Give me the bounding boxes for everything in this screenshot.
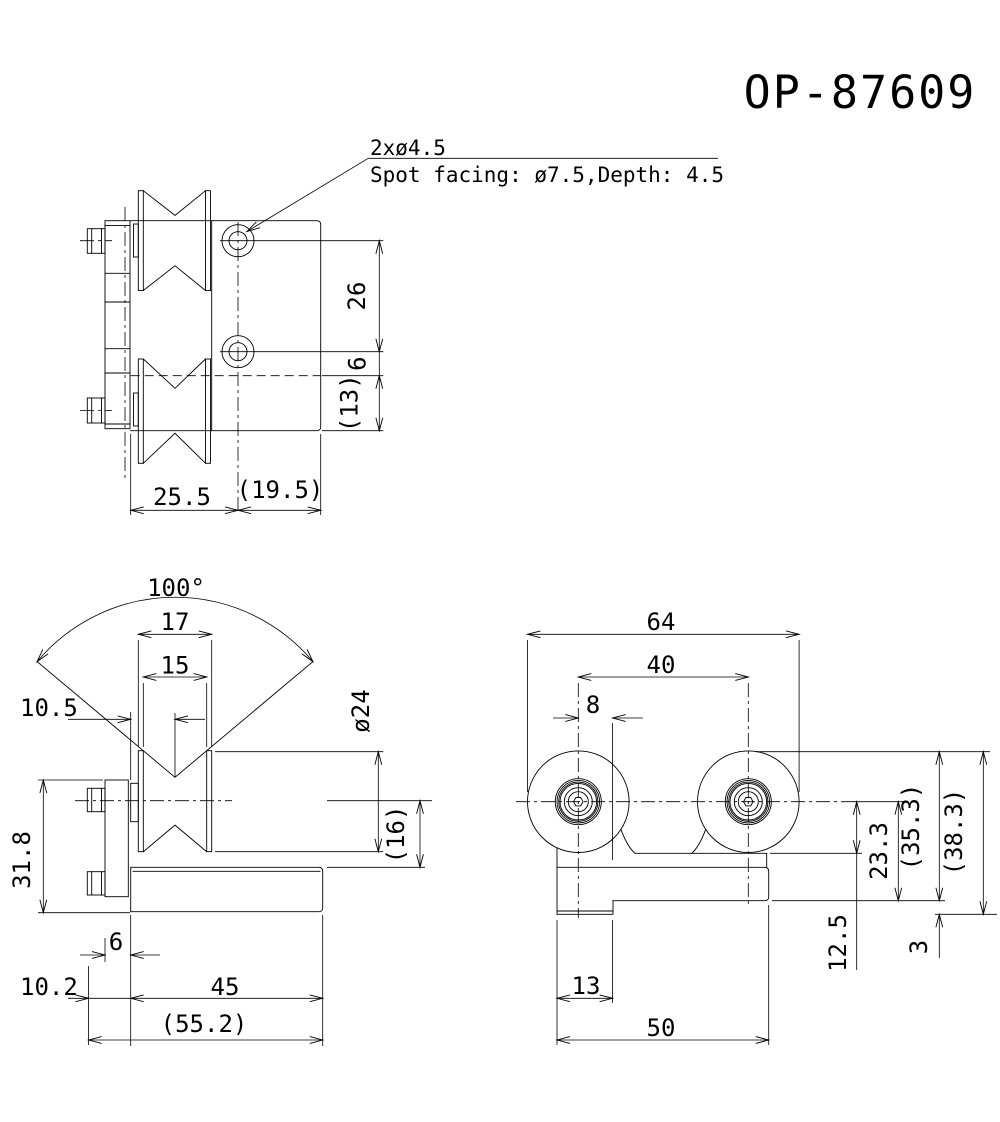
dim-25-5: 25.5 bbox=[153, 483, 211, 511]
top-view-dimensions bbox=[128, 157, 718, 515]
dim-45: 45 bbox=[211, 973, 240, 1001]
dim-40: 40 bbox=[647, 651, 676, 679]
dim-50: 50 bbox=[647, 1014, 676, 1042]
front-view-dimensions bbox=[35, 596, 432, 1046]
dim-dia24: ø24 bbox=[347, 689, 375, 732]
dim-100deg: 100° bbox=[147, 574, 205, 602]
dim-55-2-ref: (55.2) bbox=[161, 1010, 248, 1038]
side-view-dimensions bbox=[525, 630, 997, 1045]
dim-26: 26 bbox=[343, 282, 371, 311]
dim-10-2: 10.2 bbox=[20, 973, 78, 1001]
dim-13-ref: (13) bbox=[336, 374, 364, 432]
dim-8: 8 bbox=[586, 691, 600, 719]
dim-19-5-ref: (19.5) bbox=[237, 476, 324, 504]
dim-6-top: 6 bbox=[344, 356, 372, 370]
dim-38-3-ref: (38.3) bbox=[940, 789, 968, 876]
side-view: 64 40 8 23.3 (35.3) (38.3) 12.5 3 13 50 bbox=[516, 608, 997, 1045]
front-view-geometry bbox=[36, 660, 324, 913]
dim-10-5: 10.5 bbox=[20, 694, 78, 722]
top-view-geometry bbox=[86, 190, 322, 464]
dim-23-3: 23.3 bbox=[865, 822, 893, 880]
dim-31-8: 31.8 bbox=[8, 831, 36, 889]
dim-13: 13 bbox=[572, 972, 601, 1000]
dim-16-ref: (16) bbox=[382, 806, 410, 864]
part-number-title: OP-87609 bbox=[744, 66, 977, 119]
dim-64: 64 bbox=[647, 608, 676, 636]
dim-35-3-ref: (35.3) bbox=[897, 784, 925, 871]
dim-6-front: 6 bbox=[109, 928, 123, 956]
side-view-geometry bbox=[527, 750, 800, 915]
front-view: 100° 17 15 10.5 ø24 (16) 31.8 6 10.2 45 … bbox=[8, 574, 432, 1046]
dim-15: 15 bbox=[161, 652, 190, 680]
dim-12-5: 12.5 bbox=[824, 914, 852, 972]
top-view-centerlines bbox=[80, 207, 239, 515]
dim-3: 3 bbox=[905, 940, 933, 954]
top-view: 26 6 (13) 25.5 (19.5) 2xø4.5 Spot facing… bbox=[80, 136, 724, 515]
side-view-centerlines bbox=[516, 683, 842, 918]
callout-spot-facing: Spot facing: ø7.5,Depth: 4.5 bbox=[370, 163, 724, 187]
callout-hole-spec: 2xø4.5 bbox=[370, 136, 446, 160]
dim-17: 17 bbox=[161, 608, 190, 636]
